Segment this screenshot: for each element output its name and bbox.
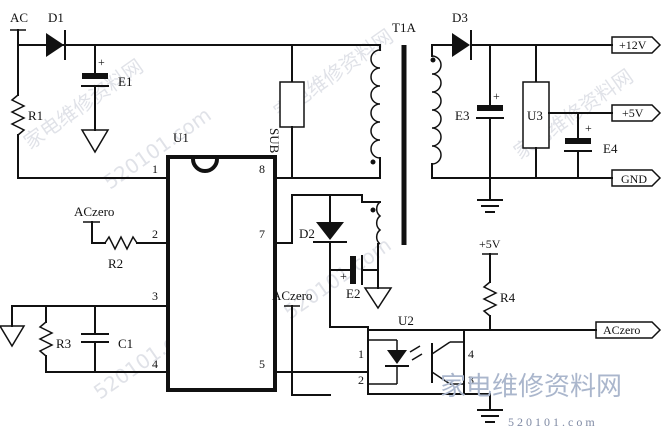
capacitor-e2: + E2 <box>329 243 393 310</box>
label-plus5v-out: +5V <box>622 106 644 120</box>
label-u2: U2 <box>398 313 414 328</box>
label-d3: D3 <box>452 10 468 25</box>
label-u3: U3 <box>527 108 543 123</box>
e3-polarity: + <box>493 89 500 103</box>
label-e1: E1 <box>118 74 132 89</box>
diode-d1: D1 <box>46 10 66 60</box>
u1-pin-3: 3 <box>152 289 158 303</box>
ground-symbol-e3 <box>477 199 503 213</box>
r4-net: +5V R4 ACzero <box>463 237 662 339</box>
ic-u1: U1 1 2 3 4 5 7 8 <box>152 130 277 392</box>
resistor-r1: R1 <box>10 94 169 179</box>
pin8-net: SUB <box>267 44 381 179</box>
label-e2: E2 <box>346 286 360 301</box>
label-e3: E3 <box>455 108 469 123</box>
ground-symbol-u2 <box>463 393 503 423</box>
watermark-text: 家电维修资料网 <box>19 54 147 154</box>
terminal-gnd: GND <box>611 169 662 187</box>
e1-polarity: + <box>98 55 105 69</box>
resistor-r2-net: ACzero R2 <box>74 204 169 271</box>
u2-pin-3: 3 <box>468 373 474 387</box>
optocoupler-u2: U2 1 2 3 4 <box>358 313 474 395</box>
u1-pin-8: 8 <box>259 162 265 176</box>
watermark-site: 520101.com <box>508 415 598 429</box>
label-plus12v: +12V <box>619 38 647 52</box>
u2-pin-4: 4 <box>468 347 474 361</box>
u1-pin-1: 1 <box>152 162 158 176</box>
label-gnd: GND <box>621 172 647 186</box>
label-r1: R1 <box>28 108 43 123</box>
transformer-t1a: T1A <box>370 20 442 245</box>
e2-polarity: + <box>340 269 347 283</box>
u1-pin-2: 2 <box>152 227 158 241</box>
label-d2: D2 <box>299 226 315 241</box>
label-plus5v-r4: +5V <box>479 237 501 251</box>
label-r4: R4 <box>500 290 516 305</box>
diode-d2: D2 <box>299 194 381 256</box>
aczero-mid-net: ACzero <box>272 288 331 396</box>
label-e4: E4 <box>603 141 618 156</box>
label-sub: SUB <box>267 128 282 154</box>
label-ac: AC <box>10 10 28 25</box>
label-d1: D1 <box>48 10 64 25</box>
label-c1: C1 <box>118 336 133 351</box>
terminal-plus5v: +5V <box>611 104 662 122</box>
secondary-rail <box>431 44 613 179</box>
pin7-net <box>274 194 351 244</box>
capacitor-e1: + E1 <box>80 44 132 154</box>
brand-watermark: 家电维修资料网 520101.com <box>440 372 622 429</box>
top-rail <box>17 29 381 96</box>
u1-pin-7: 7 <box>259 227 265 241</box>
regulator-u3: U3 <box>522 44 613 179</box>
u1-pin-5: 5 <box>259 357 265 371</box>
label-u1: U1 <box>173 130 189 145</box>
label-r2: R2 <box>108 256 123 271</box>
u1-pin-4: 4 <box>152 357 158 371</box>
label-t1a: T1A <box>392 20 416 35</box>
terminal-plus12v: +12V <box>611 36 662 54</box>
capacitor-e4: + E4 <box>564 112 618 179</box>
u2-pin-2: 2 <box>358 373 364 387</box>
label-aczero-left: ACzero <box>74 204 114 219</box>
ac-terminal: AC <box>10 10 28 31</box>
watermark-brand: 家电维修资料网 <box>440 372 622 402</box>
e4-polarity: + <box>585 121 592 135</box>
label-aczero-right: ACzero <box>603 323 640 337</box>
label-r3: R3 <box>56 336 71 351</box>
diode-d3: D3 <box>452 10 472 60</box>
label-aczero-mid: ACzero <box>272 288 312 303</box>
u2-pin-1: 1 <box>358 347 364 361</box>
capacitor-e3: + E3 <box>455 44 504 201</box>
r3-c1-network: R3 C1 <box>0 305 169 373</box>
